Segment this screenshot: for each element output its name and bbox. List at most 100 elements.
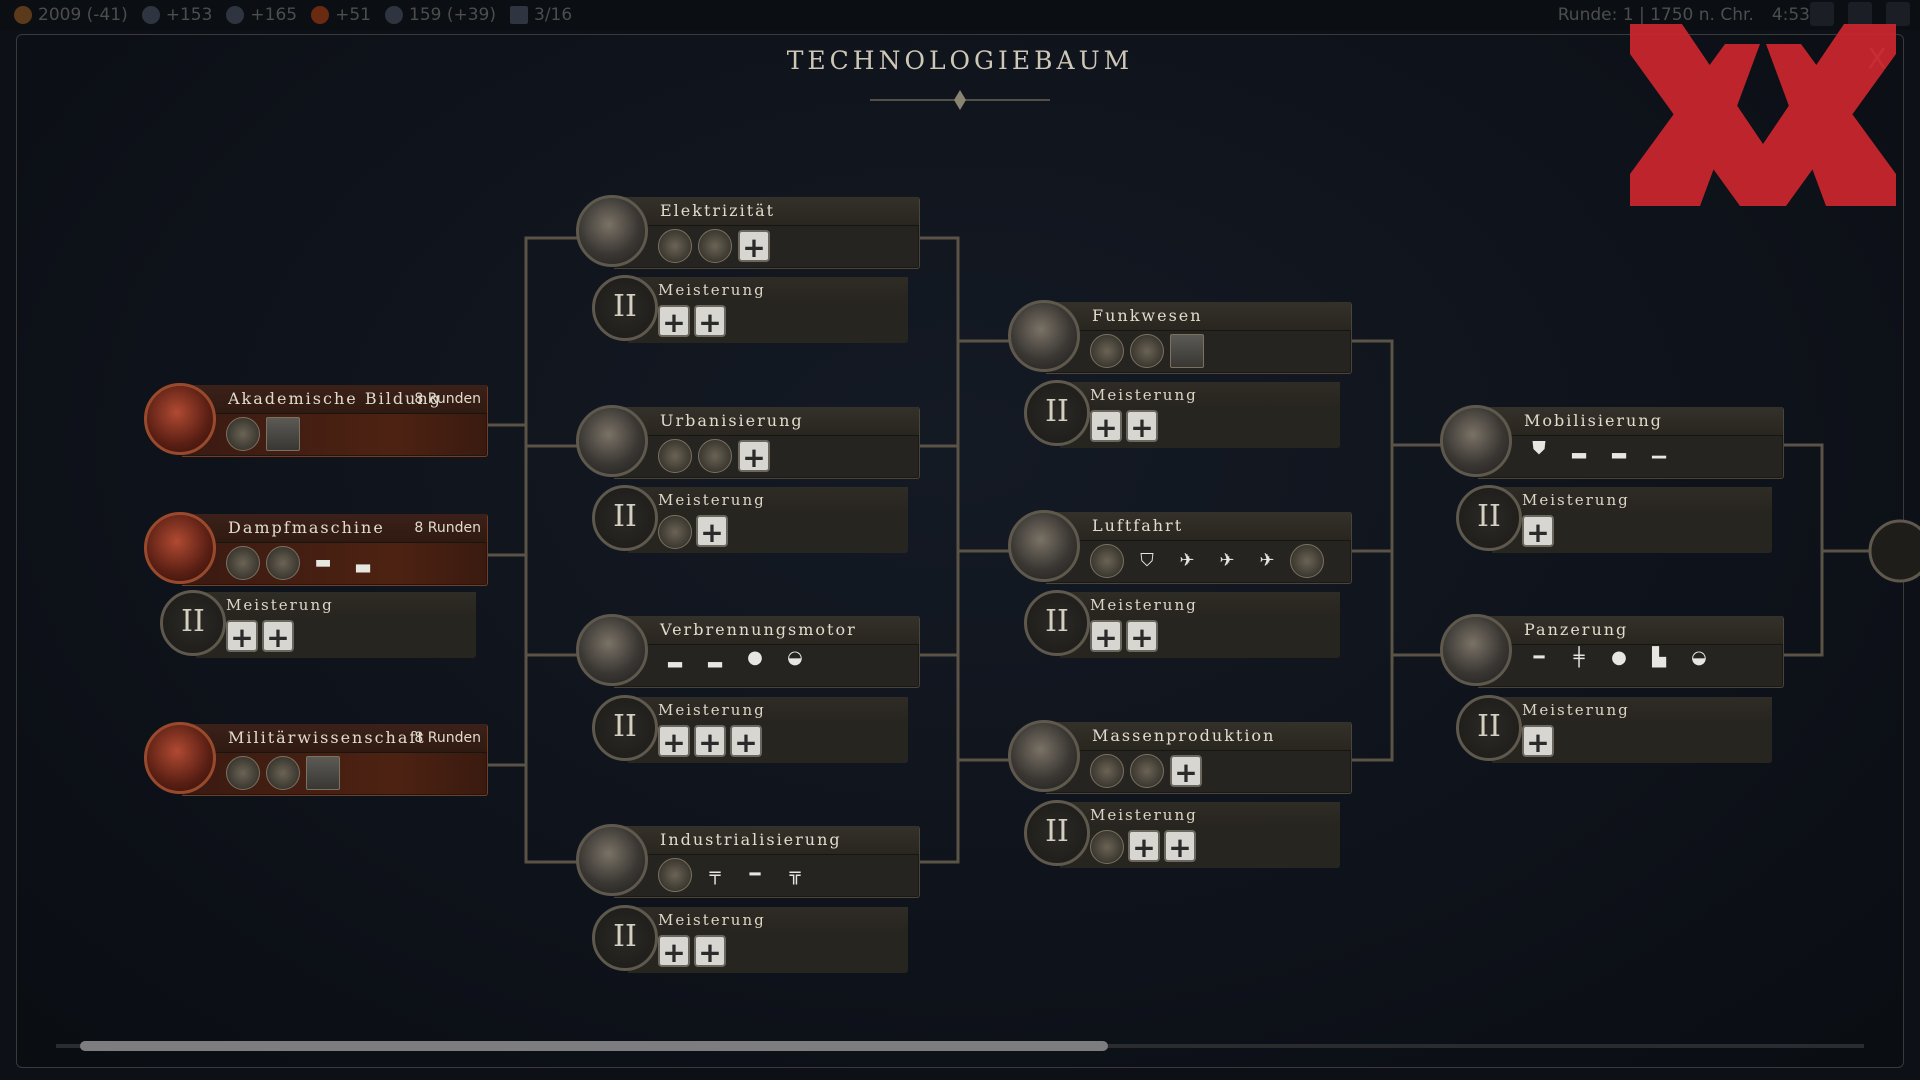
building-icon[interactable]: [658, 439, 692, 473]
plus-icon[interactable]: +: [1170, 755, 1202, 788]
tech-mobilisierung[interactable]: Mobilisierung ⛊▂▂▁: [1440, 405, 1785, 479]
rifle-icon[interactable]: ━: [749, 864, 761, 885]
influence-stat[interactable]: 159 (+39): [385, 5, 496, 25]
mastery-mobilisierung[interactable]: II Meisterung +: [1456, 485, 1774, 555]
machine-gun-icon[interactable]: ╤: [709, 864, 721, 885]
mastery-luftfahrt[interactable]: II Meisterung ++: [1024, 590, 1342, 660]
shield-icon[interactable]: ⛊: [1532, 438, 1546, 459]
tech-industrialisierung[interactable]: Industrialisierung ╤━╦: [576, 824, 921, 898]
building-icon[interactable]: [226, 756, 260, 790]
culture-stat[interactable]: +165: [226, 5, 297, 25]
submarine-icon[interactable]: ●: [1611, 647, 1627, 668]
plus-icon[interactable]: +: [1126, 620, 1158, 653]
plus-icon[interactable]: +: [658, 935, 690, 968]
train-icon[interactable]: ▬: [314, 552, 332, 573]
warship-icon[interactable]: ▂: [1572, 438, 1586, 459]
tech-massenproduktion[interactable]: Massenproduktion +: [1008, 720, 1353, 794]
tech-luftfahrt[interactable]: Luftfahrt ⛉✈✈✈: [1008, 510, 1353, 584]
building-icon[interactable]: [1090, 830, 1124, 864]
tech-panzerung[interactable]: Panzerung ━╪●▙◒: [1440, 614, 1785, 688]
plus-icon[interactable]: +: [696, 515, 728, 548]
building-icon[interactable]: [306, 756, 340, 790]
biplane-icon[interactable]: ✈: [1179, 550, 1195, 571]
plane-icon[interactable]: ✈: [1219, 550, 1235, 571]
plus-icon[interactable]: +: [730, 725, 762, 758]
plus-icon[interactable]: +: [658, 725, 690, 758]
artillery-icon[interactable]: ╦: [789, 864, 801, 885]
plus-icon[interactable]: +: [658, 305, 690, 338]
tech-name: Verbrennungsmotor: [660, 620, 857, 639]
plus-icon[interactable]: +: [1090, 410, 1122, 443]
next-tech-node[interactable]: [1868, 519, 1920, 583]
helmet-icon[interactable]: ◒: [787, 647, 803, 668]
mastery-dampfmaschine[interactable]: II Meisterung ++: [160, 590, 478, 660]
plus-icon[interactable]: +: [694, 305, 726, 338]
plus-icon[interactable]: +: [226, 620, 258, 653]
mastery-elektrizitaet[interactable]: II Meisterung ++: [592, 275, 910, 345]
mastery-urbanisierung[interactable]: II Meisterung +: [592, 485, 910, 555]
help-icon[interactable]: [1848, 2, 1872, 26]
shield-icon[interactable]: ⛉: [1140, 550, 1154, 571]
mastery-panzerung[interactable]: II Meisterung +: [1456, 695, 1774, 765]
tank-icon[interactable]: ▙: [1652, 647, 1666, 668]
building-icon[interactable]: [266, 756, 300, 790]
tower-icon[interactable]: [1170, 334, 1204, 368]
building-icon[interactable]: [226, 546, 260, 580]
top-menu: [1810, 2, 1910, 26]
warship-icon[interactable]: ▂: [708, 647, 722, 668]
destroyer-icon[interactable]: ▁: [1652, 438, 1666, 459]
lightbulb-icon[interactable]: [1290, 544, 1324, 578]
building-icon[interactable]: [698, 229, 732, 263]
food-stat[interactable]: +51: [311, 5, 371, 25]
warship-icon[interactable]: ▂: [1612, 438, 1626, 459]
building-icon[interactable]: [1090, 754, 1124, 788]
gold-stat[interactable]: 2009 (-41): [14, 5, 128, 25]
tech-funkwesen[interactable]: Funkwesen: [1008, 300, 1353, 374]
plus-icon[interactable]: +: [738, 440, 770, 473]
building-icon[interactable]: [1090, 544, 1124, 578]
submarine-icon[interactable]: ●: [747, 647, 763, 668]
tech-verbrennungsmotor[interactable]: Verbrennungsmotor ▂ ▂ ● ◒: [576, 614, 921, 688]
building-icon[interactable]: [698, 439, 732, 473]
plus-icon[interactable]: +: [1126, 410, 1158, 443]
building-icon[interactable]: [658, 858, 692, 892]
plus-icon[interactable]: +: [694, 935, 726, 968]
building-icon[interactable]: [266, 546, 300, 580]
diplomacy-icon[interactable]: [1810, 2, 1834, 26]
building-icon[interactable]: [266, 417, 300, 451]
building-icon[interactable]: [1090, 334, 1124, 368]
research-stat[interactable]: +153: [141, 5, 212, 25]
plus-icon[interactable]: +: [262, 620, 294, 653]
barbed-wire-icon[interactable]: ╪: [1573, 647, 1585, 668]
warship-icon[interactable]: ▂: [668, 647, 682, 668]
building-icon[interactable]: [1130, 754, 1164, 788]
building-icon[interactable]: [658, 515, 692, 549]
building-icon[interactable]: [1130, 334, 1164, 368]
plus-icon[interactable]: +: [694, 725, 726, 758]
plus-icon[interactable]: +: [1522, 725, 1554, 758]
building-icon[interactable]: [658, 229, 692, 263]
scrollbar-thumb[interactable]: [80, 1041, 1108, 1051]
menu-icon[interactable]: [1886, 2, 1910, 26]
mastery-funkwesen[interactable]: II Meisterung ++: [1024, 380, 1342, 450]
soldier-icon: [1440, 405, 1512, 477]
population-stat[interactable]: 3/16: [510, 5, 572, 25]
plus-icon[interactable]: +: [1090, 620, 1122, 653]
plus-icon[interactable]: +: [1128, 830, 1160, 863]
mastery-massenproduktion[interactable]: II Meisterung ++: [1024, 800, 1342, 870]
ship-icon[interactable]: ▃: [356, 552, 370, 573]
helmet-icon[interactable]: ◒: [1691, 647, 1707, 668]
tech-elektrizitaet[interactable]: Elektrizität +: [576, 195, 921, 269]
mastery-industrialisierung[interactable]: II Meisterung ++: [592, 905, 910, 975]
bomber-icon[interactable]: ✈: [1259, 550, 1275, 571]
tech-urbanisierung[interactable]: Urbanisierung +: [576, 405, 921, 479]
tech-dampfmaschine[interactable]: Dampfmaschine 8 Runden ▬▃: [144, 512, 489, 586]
tech-akademische-bildung[interactable]: Akademische Bildung 8 Runden: [144, 383, 489, 457]
plus-icon[interactable]: +: [1522, 515, 1554, 548]
tech-militaerwissenschaft[interactable]: Militärwissenschaft 8 Runden: [144, 722, 489, 796]
plus-icon[interactable]: +: [1164, 830, 1196, 863]
mastery-verbrennungsmotor[interactable]: II Meisterung +++: [592, 695, 910, 765]
plus-icon[interactable]: +: [738, 230, 770, 263]
gun-icon[interactable]: ━: [1533, 647, 1545, 668]
building-icon[interactable]: [226, 417, 260, 451]
